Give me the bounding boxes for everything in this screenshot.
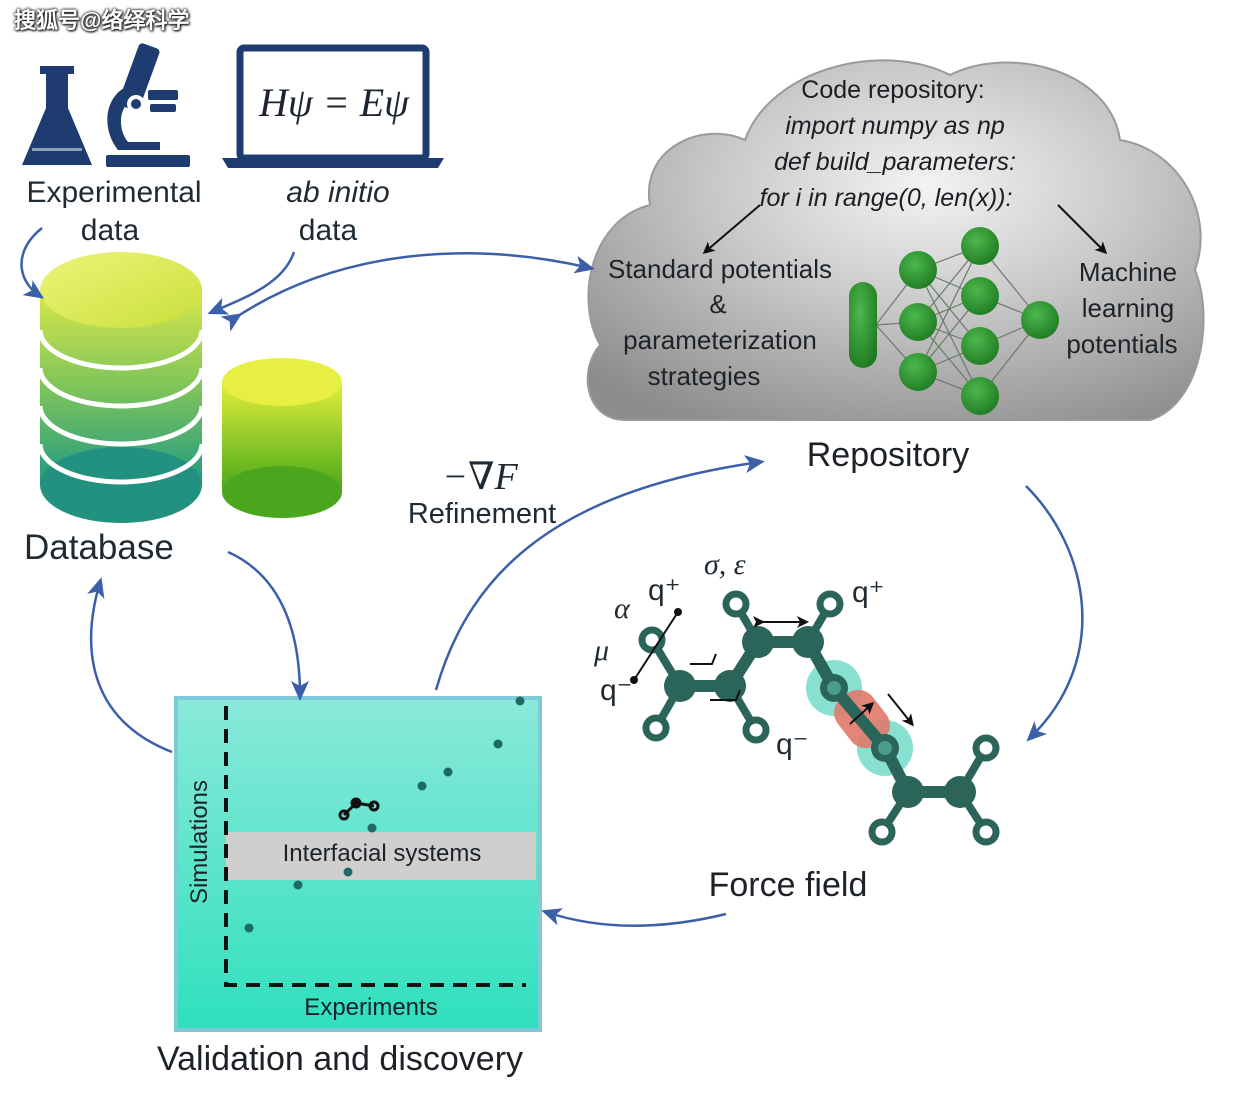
repository-label: Repository — [806, 436, 970, 474]
arrow-chart-to-repo — [434, 455, 765, 691]
arrow-repo-to-forcefield — [1025, 485, 1084, 742]
code-line-3: def build_parameters: — [774, 148, 1016, 176]
code-to-ml-arrow — [1057, 204, 1108, 255]
code-line-4: for i in range(0, len(x)): — [759, 184, 1013, 212]
arrow-db-repo — [220, 252, 595, 332]
arrow-abinitio-to-db — [207, 251, 296, 315]
chart-x-axis-label: Experiments — [304, 994, 438, 1021]
arrow-db-to-chart — [227, 550, 309, 701]
charge-q-plus-left: q⁺ — [648, 574, 681, 607]
watermark-text: 搜狐号@络绎科学 — [14, 8, 190, 33]
charge-q-minus-bottom: q⁻ — [776, 728, 809, 761]
mini-molecule-icon — [338, 797, 380, 821]
force-field-label: Force field — [708, 866, 868, 904]
arrow-experimental-to-db — [20, 227, 45, 299]
database-label: Database — [24, 528, 174, 567]
database-icon — [37, 252, 205, 523]
standard-potentials-line2: & — [709, 289, 727, 319]
ml-potentials-line1: Machine — [1078, 257, 1178, 287]
standard-potentials-line4: strategies — [647, 361, 761, 391]
standard-potentials-line1: Standard potentials — [607, 254, 833, 284]
nn-input-layer — [849, 282, 877, 368]
validation-label: Validation and discovery — [156, 1040, 524, 1078]
force-field-molecule — [630, 590, 1000, 846]
abinitio-label-line1: ab initio — [286, 176, 390, 209]
charge-q-plus-right: q⁺ — [852, 576, 885, 609]
code-to-standard-arrow — [702, 204, 761, 254]
ml-potentials-line3: potentials — [1066, 329, 1178, 359]
experimental-label-line2: data — [80, 214, 140, 247]
nn-hidden-nodes — [899, 227, 1059, 415]
interfacial-systems-label: Interfacial systems — [282, 840, 482, 867]
laptop-icon — [222, 44, 444, 168]
arrow-forcefield-to-chart — [541, 908, 727, 927]
code-line-2: import numpy as np — [785, 112, 1005, 140]
flask-icon — [22, 66, 92, 165]
sigma-epsilon-label: σ, ε — [704, 548, 746, 581]
experimental-label-line1: Experimental — [26, 176, 202, 209]
schrodinger-equation: Hψ = Eψ — [259, 80, 409, 125]
refinement-label: Refinement — [407, 498, 557, 530]
small-database-icon — [222, 358, 342, 518]
chart-y-axis-label: Simulations — [186, 779, 214, 905]
charge-q-minus-left: q⁻ — [600, 674, 633, 707]
ml-potentials-line2: learning — [1081, 293, 1175, 323]
validation-chart — [174, 696, 542, 1032]
code-line-1: Code repository: — [801, 76, 985, 104]
abinitio-label-line2: data — [298, 214, 358, 247]
workflow-arrows — [20, 227, 1084, 927]
alpha-label: α — [614, 592, 630, 625]
microscope-icon — [106, 43, 190, 167]
standard-potentials-line3: parameterization — [623, 325, 817, 355]
chart-points — [244, 696, 525, 933]
arrow-chart-to-db — [87, 577, 173, 754]
mu-label: μ — [594, 634, 610, 667]
refinement-symbol: −∇F — [442, 456, 518, 498]
